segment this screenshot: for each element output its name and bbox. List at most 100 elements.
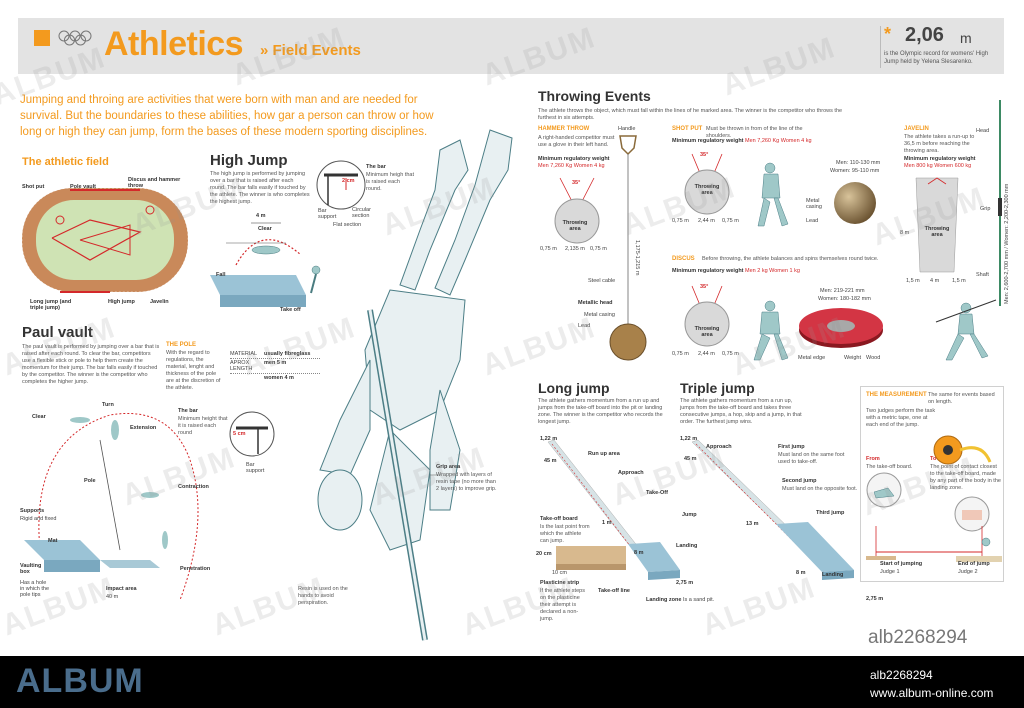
- shot-put-circle: [684, 153, 730, 215]
- field-title: The athletic field: [22, 156, 109, 168]
- shot-put-men-size: Men: 110-130 mm: [836, 160, 881, 166]
- javelin-desc: The athlete takes a run-up to 36,5 m bef…: [904, 134, 975, 154]
- grip-title: Grip area: [436, 464, 461, 470]
- pole-seq-pole: Pole: [84, 478, 96, 484]
- discus-dim-c: 0,75 m: [722, 351, 739, 357]
- shot-put-metal-casing: Metal casing: [806, 198, 822, 210]
- measurement-box: [860, 386, 1004, 582]
- pole-bar-desc: Minimum height that it is raised each ro…: [178, 416, 228, 436]
- high-jump-fall: Fall: [216, 272, 226, 278]
- triple-jump-run-length: 45 m: [684, 456, 697, 462]
- discus-circle: [684, 285, 730, 347]
- discus-desc: Before throwing, the athlete balances an…: [702, 256, 879, 262]
- long-jump-runway: [547, 439, 680, 580]
- long-jump-landing: Landing: [676, 543, 698, 549]
- record-divider: [880, 26, 881, 68]
- pole-seq-contraction: Contraction: [178, 484, 209, 490]
- shot-put-angle: 35°: [700, 152, 709, 158]
- pole-seq-penetration: Penetration: [180, 566, 211, 572]
- high-jump-circular-section: Circular section: [352, 207, 371, 219]
- header-band: [18, 18, 1004, 74]
- triple-first-jump-desc: Must land on the same foot used to take-…: [778, 452, 845, 465]
- olympic-rings-icon: [58, 30, 92, 46]
- record-unit: m: [960, 30, 972, 46]
- long-jump-8m: 8 m: [634, 550, 644, 556]
- javelin-dim-c: 1,5 m: [952, 278, 966, 284]
- pole-spec-row: APROX LENGTH men 5 m: [230, 359, 320, 374]
- shot-put-lead: Lead: [806, 218, 819, 224]
- javelin-dim-a: 1,5 m: [906, 278, 920, 284]
- vaulter-illustration: [317, 129, 513, 641]
- hammer-steel-cable: Steel cable: [588, 278, 616, 284]
- hammer-angle: 35°: [572, 180, 581, 186]
- field-label-long-jump: Long jump (and triple jump): [30, 299, 72, 311]
- landing-zone-title: Landing zone: [646, 597, 682, 603]
- javelin-weight: Men 800 kg Women 600 kg: [904, 163, 972, 169]
- javelin-object: [998, 100, 1002, 306]
- triple-jump-runway: [691, 439, 854, 580]
- take-off-board-desc: Is the last point from which the athlete…: [540, 524, 590, 544]
- measurement-to-desc: The point of contact closest to the take…: [930, 464, 1001, 491]
- measurement-landing-detail: [954, 496, 990, 532]
- high-jump-bar-title: The bar: [366, 164, 386, 170]
- pole-bar-size: 5 cm: [233, 431, 246, 437]
- shot-put-weight: Men 7,260 Kg Women 4 kg: [745, 138, 812, 144]
- javelin-dim-b: 4 m: [930, 278, 940, 284]
- hammer-weight-label: Minimum regulatory weight: [538, 156, 610, 162]
- triple-jump-approach: Approach: [706, 444, 732, 450]
- long-jump-take-off: Take-Off: [646, 490, 668, 496]
- long-jump-run-length: 45 m: [544, 458, 557, 464]
- shot-put-throwing-area: Throwing area: [694, 184, 720, 196]
- javelin-weight-label: Minimum regulatory weight: [904, 156, 976, 162]
- pole-spec-value: usually fibreglass: [264, 351, 311, 357]
- hammer-object: [609, 135, 647, 361]
- pole-seq-rigid: Rigid and fixed: [20, 516, 57, 522]
- high-jump-desc: The high jump is performed by jumping ov…: [210, 171, 310, 205]
- album-logo[interactable]: ALBUM: [16, 662, 144, 700]
- discus-wood: Wood: [866, 355, 881, 361]
- field-label-discus: Discus and hammer throw: [128, 177, 181, 189]
- javelin-runway: [915, 177, 959, 273]
- footer-url-link[interactable]: www.album-online.com: [870, 686, 994, 700]
- discus-weight-label: Minimum regulatory weight: [672, 268, 744, 274]
- long-jump-2-75m: 2,75 m: [676, 580, 694, 586]
- discus-weight: Men 2 kg Women 1 kg: [745, 268, 800, 274]
- triple-jump-title: Triple jump: [680, 380, 755, 396]
- plasticine-desc: If the athlete steps on the plasticine t…: [540, 588, 585, 622]
- measurement-title-note: The same for events based on length.: [928, 392, 995, 405]
- high-jump-diagram: [210, 222, 321, 307]
- hammer-dim-b: 2,135 m: [565, 246, 585, 252]
- measurement-end: End of jump: [958, 561, 990, 567]
- discus-dim-a: 0,75 m: [672, 351, 689, 357]
- pole-seq-box-desc: Has a hole in which the pole tips: [20, 580, 50, 598]
- pole-seq-box: Vaulting box: [20, 563, 42, 575]
- measurement-to-title: To: [930, 456, 937, 462]
- hammer-weight: Men 7,260 Kg Women 4 kg: [538, 163, 605, 169]
- measurement-judge1: Judge 1: [880, 569, 900, 575]
- discus-men-size: Men: 219-221 mm: [820, 288, 865, 294]
- pole-bar-detail: [229, 411, 275, 457]
- long-jump-run-up: Run up area: [588, 451, 620, 457]
- measurement-from-title: From: [866, 456, 880, 462]
- javelin-head: Head: [976, 128, 990, 134]
- shot-put-dim-c: 0,75 m: [722, 218, 739, 224]
- hammer-lead: Lead: [578, 323, 591, 329]
- hammer-title: HAMMER THROW: [538, 126, 590, 132]
- pole-seq-impact-dist: 40 m: [106, 594, 119, 600]
- long-jump-1m: 1 m: [602, 520, 612, 526]
- field-label-high-jump: High jump: [108, 299, 135, 305]
- pole-vault-title: Paul vault: [22, 324, 93, 341]
- triple-jump-desc: The athlete gathers momentum from a run …: [680, 398, 802, 425]
- triple-8m: 8 m: [796, 570, 806, 576]
- hammer-circle: [554, 177, 600, 244]
- shot-put-women-size: Women: 95-110 mm: [830, 168, 880, 174]
- hammer-handle: Handle: [618, 126, 636, 132]
- hammer-metal-casing: Metal casing: [584, 312, 615, 318]
- discus-throwing-area: Throwing area: [694, 326, 720, 338]
- triple-landing: Landing: [822, 572, 844, 578]
- high-jump-take-off: Take off: [280, 307, 301, 313]
- shot-put-ball: [834, 182, 876, 224]
- page-title: Athletics: [104, 25, 244, 63]
- hammer-throwing-area: Throwing area: [562, 220, 588, 232]
- javelin-8m: 8 m: [900, 230, 910, 236]
